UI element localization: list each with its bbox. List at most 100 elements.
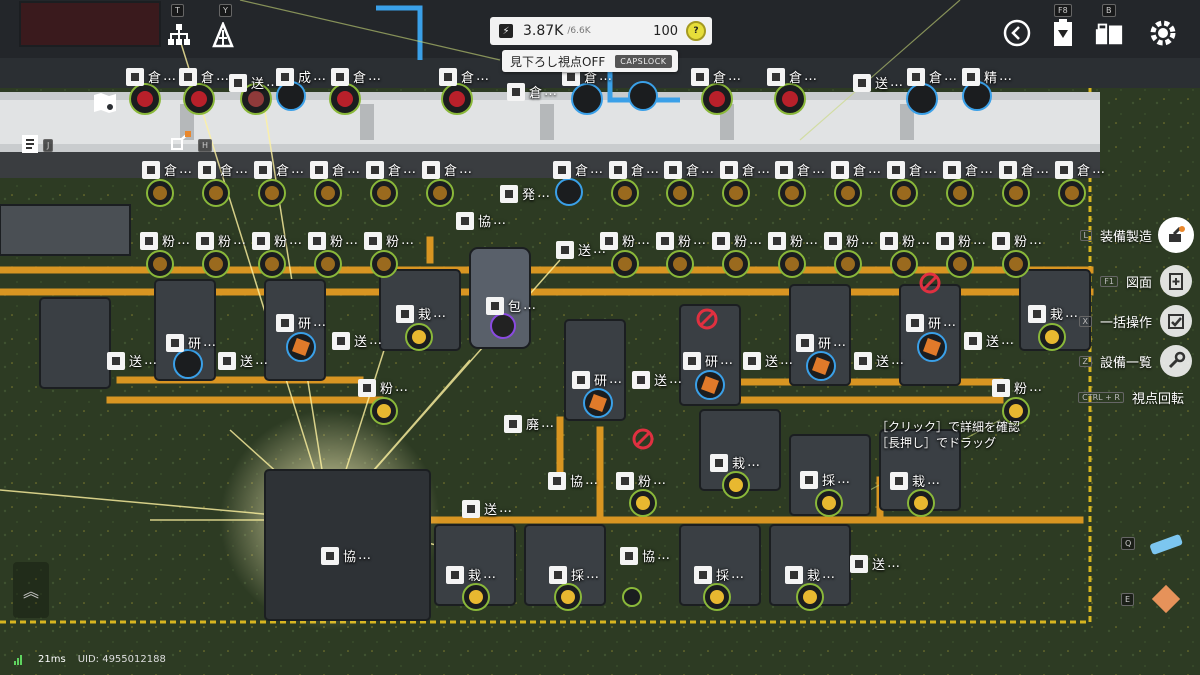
building-label-powder[interactable]: 粉…: [768, 231, 818, 250]
building-label-storage[interactable]: 倉…: [720, 160, 770, 179]
building-label-storage[interactable]: 倉…: [126, 67, 176, 86]
building-label-storage[interactable]: 倉…: [562, 67, 612, 86]
building-label-storage[interactable]: 倉…: [366, 160, 416, 179]
building-label-cultivate[interactable]: 栽…: [446, 565, 496, 584]
building-label-send[interactable]: 送…: [854, 351, 904, 370]
settings-gear-icon[interactable]: [1144, 14, 1182, 52]
building-label-storage[interactable]: 倉…: [831, 160, 881, 179]
building-label-coop[interactable]: 協…: [456, 211, 506, 230]
building-label-powder[interactable]: 粉…: [992, 231, 1042, 250]
building-label-storage[interactable]: 倉…: [142, 160, 192, 179]
expand-chevron-icon[interactable]: ︽: [13, 562, 49, 618]
building-label-gather[interactable]: 採…: [694, 565, 744, 584]
mission-log-icon[interactable]: [16, 128, 46, 158]
building-label-powder[interactable]: 粉…: [252, 231, 302, 250]
building-label-send[interactable]: 送…: [107, 351, 157, 370]
building-label-cultivate[interactable]: 栽…: [890, 471, 940, 490]
building-label-send[interactable]: 送…: [964, 331, 1014, 350]
building-label-research[interactable]: 研…: [166, 333, 216, 352]
building-label-powder[interactable]: 粉…: [992, 378, 1042, 397]
building-label-send[interactable]: 送…: [850, 554, 900, 573]
building-label-research[interactable]: 研…: [796, 333, 846, 352]
building-label-storage[interactable]: 倉…: [198, 160, 248, 179]
building-label-send[interactable]: 送…: [462, 499, 512, 518]
building-label-powder[interactable]: 粉…: [616, 471, 666, 490]
power-help-badge[interactable]: ?: [686, 21, 706, 41]
building-label-research[interactable]: 研…: [572, 370, 622, 389]
building-label-powder[interactable]: 粉…: [308, 231, 358, 250]
building-label-storage[interactable]: 倉…: [887, 160, 937, 179]
building-label-storage[interactable]: 倉…: [767, 67, 817, 86]
menu-facility-list[interactable]: Z 設備一覧: [1078, 344, 1192, 378]
building-label-send[interactable]: 送…: [743, 351, 793, 370]
building-label-storage[interactable]: 倉…: [691, 67, 741, 86]
building-label-powder[interactable]: 粉…: [364, 231, 414, 250]
building-label-send[interactable]: 送…: [853, 73, 903, 92]
building-label-storage[interactable]: 倉…: [422, 160, 472, 179]
topdown-view-toggle[interactable]: 見下ろし視点OFF CAPSLOCK: [502, 50, 678, 72]
building-label-cultivate[interactable]: 栽…: [396, 304, 446, 323]
building-label-coop[interactable]: 協…: [321, 546, 371, 565]
building-label-storage[interactable]: 倉…: [179, 67, 229, 86]
building-label-send[interactable]: 送…: [218, 351, 268, 370]
menu-equipment-crafting[interactable]: L 装備製造: [1079, 218, 1192, 252]
building-label-storage[interactable]: 倉…: [439, 67, 489, 86]
building-label-craft[interactable]: 成…: [276, 67, 326, 86]
building-label-powder[interactable]: 粉…: [140, 231, 190, 250]
building-label-storage[interactable]: 倉…: [507, 82, 557, 101]
bulk-operation-icon[interactable]: [1160, 305, 1192, 337]
building-label-research[interactable]: 研…: [906, 313, 956, 332]
building-label-send[interactable]: 送…: [229, 73, 279, 92]
building-label-powder[interactable]: 粉…: [712, 231, 762, 250]
building-label-pack[interactable]: 包…: [486, 296, 536, 315]
building-label-research[interactable]: 研…: [683, 351, 733, 370]
building-label-storage[interactable]: 倉…: [254, 160, 304, 179]
building-label-storage[interactable]: 倉…: [609, 160, 659, 179]
building-label-research[interactable]: 研…: [276, 313, 326, 332]
building-label-powder[interactable]: 粉…: [196, 231, 246, 250]
building-label-powder[interactable]: 粉…: [656, 231, 706, 250]
building-label-send[interactable]: 送…: [632, 370, 682, 389]
network-icon[interactable]: [164, 20, 194, 50]
building-label-send[interactable]: 送…: [556, 240, 606, 259]
building-label-cultivate[interactable]: 栽…: [785, 565, 835, 584]
building-label-powder[interactable]: 粉…: [824, 231, 874, 250]
blueprint-share-icon[interactable]: [166, 126, 196, 156]
building-label-scrap[interactable]: 廃…: [504, 414, 554, 433]
building-label-storage[interactable]: 倉…: [310, 160, 360, 179]
menu-bulk-operation[interactable]: X 一括操作: [1078, 304, 1192, 338]
building-label-storage[interactable]: 倉…: [664, 160, 714, 179]
building-label-storage[interactable]: 倉…: [331, 67, 381, 86]
building-label-coop[interactable]: 協…: [620, 546, 670, 565]
belt-tool-icon[interactable]: [1144, 580, 1188, 620]
pipe-tool-icon[interactable]: [1144, 524, 1188, 564]
building-label-powder[interactable]: 粉…: [600, 231, 650, 250]
building-label-storage[interactable]: 倉…: [943, 160, 993, 179]
building-label-refine[interactable]: 精…: [962, 67, 1012, 86]
equipment-crafting-icon[interactable]: [1160, 219, 1192, 251]
menu-rotate-view[interactable]: CTRL + R 視点回転: [1078, 380, 1192, 414]
back-icon[interactable]: [1002, 18, 1032, 48]
building-label-send[interactable]: 送…: [332, 331, 382, 350]
building-label-cultivate[interactable]: 栽…: [1028, 304, 1078, 323]
blueprint-icon[interactable]: [1160, 265, 1192, 297]
power-status-bar[interactable]: ⚡ 3.87K /6.6K 100 ?: [490, 17, 712, 45]
building-label-gather[interactable]: 採…: [549, 565, 599, 584]
building-label-powder[interactable]: 粉…: [936, 231, 986, 250]
building-label-storage[interactable]: 倉…: [775, 160, 825, 179]
building-label-storage[interactable]: 倉…: [1055, 160, 1105, 179]
building-label-generator[interactable]: 発…: [500, 184, 550, 203]
map-search-icon[interactable]: [90, 88, 120, 118]
building-label-cultivate[interactable]: 栽…: [710, 453, 760, 472]
building-label-storage[interactable]: 倉…: [553, 160, 603, 179]
inventory-icon[interactable]: [1094, 18, 1124, 48]
building-label-gather[interactable]: 採…: [800, 470, 850, 489]
building-label-powder[interactable]: 粉…: [880, 231, 930, 250]
build-tower-icon[interactable]: [208, 20, 238, 50]
building-label-storage[interactable]: 倉…: [999, 160, 1049, 179]
menu-blueprint[interactable]: F1 図面: [1100, 264, 1192, 298]
battery-icon[interactable]: [1048, 18, 1078, 48]
building-label-coop[interactable]: 協…: [548, 471, 598, 490]
building-label-storage[interactable]: 倉…: [907, 67, 957, 86]
wrench-icon[interactable]: [1160, 345, 1192, 377]
